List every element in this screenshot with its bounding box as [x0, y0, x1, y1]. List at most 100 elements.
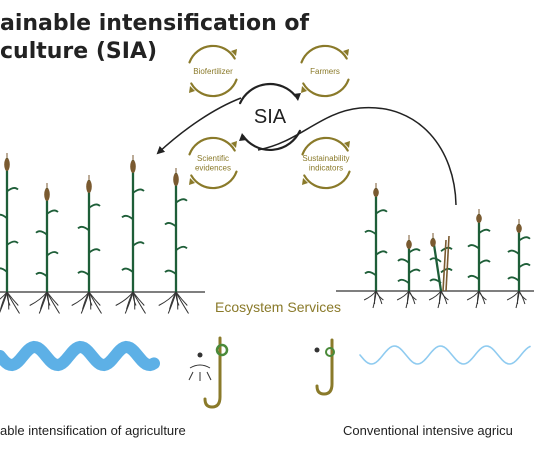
leaf: [121, 214, 134, 221]
leaf: [164, 222, 177, 228]
sia-center: SIA: [239, 82, 301, 152]
leaf: [467, 274, 480, 281]
leaf: [375, 209, 388, 215]
leaf: [408, 248, 421, 254]
plant-conventional: [396, 235, 421, 309]
cycle-arrow-arc: [188, 136, 236, 156]
cycle-arrowhead: [301, 86, 307, 93]
leaf: [175, 198, 188, 204]
leaf: [132, 188, 145, 194]
cycle-arrowhead: [344, 141, 350, 148]
leaf: [429, 278, 442, 284]
leaf: [375, 250, 388, 256]
ecosystem-icons: [188, 336, 335, 409]
cycle-arrow-arc: [303, 170, 351, 190]
wave-strong: [0, 340, 160, 372]
caption-right: Conventional intensive agricu: [343, 423, 513, 438]
leaf: [467, 244, 480, 250]
cycle-arrow-arc: [301, 136, 349, 156]
cycle-arrow-arc: [190, 170, 238, 190]
plant-sustainable: [0, 153, 20, 314]
leaf: [132, 241, 145, 247]
node-label: Farmers: [310, 67, 340, 76]
leaf: [46, 251, 59, 257]
cycle-arrowhead: [302, 178, 308, 185]
cycle-arrowhead: [189, 178, 195, 185]
grain-ear: [173, 173, 179, 186]
leaf: [164, 269, 177, 275]
sia-arc: [241, 129, 301, 152]
leaf: [440, 246, 453, 252]
plant-conventional: [363, 183, 388, 309]
leaf: [88, 203, 101, 209]
leaf: [507, 276, 520, 282]
ecosystem-icon-weak: [314, 338, 335, 396]
leaf: [429, 257, 442, 263]
leaf: [518, 236, 531, 242]
arrow-to-conventional: [257, 106, 457, 206]
bio-ring: [215, 343, 229, 357]
leaf: [77, 270, 90, 276]
sia-arrowhead: [293, 93, 301, 101]
cycle-arrowhead: [231, 141, 237, 148]
cycle-arrow-arc: [190, 78, 238, 98]
grain-ear: [430, 238, 436, 247]
root: [175, 291, 188, 306]
root: [440, 290, 448, 305]
node-label: Biofertilizer: [193, 67, 233, 76]
grain-ear: [44, 188, 50, 201]
roots-icon: [188, 364, 212, 381]
leaf: [6, 187, 19, 193]
organism-dot: [314, 347, 320, 353]
cycle-arrowhead: [231, 49, 237, 56]
leaf: [46, 209, 59, 215]
stalk: [442, 239, 447, 292]
hook: [315, 338, 334, 396]
title-line-2: culture (SIA): [0, 39, 158, 64]
cycle-arrowhead: [343, 49, 349, 56]
ecosystem-services-label: Ecosystem Services: [215, 299, 342, 315]
plant-sustainable: [115, 155, 146, 314]
bio-ring: [325, 347, 335, 357]
leaf: [88, 248, 101, 254]
plant-sustainable: [29, 183, 60, 314]
root: [6, 291, 19, 306]
plant-sustainable: [71, 175, 102, 314]
stalk: [445, 235, 450, 292]
title-line-1: ainable intensification of: [0, 11, 310, 36]
caption-left: able intensification of agriculture: [0, 423, 186, 438]
leaf: [35, 271, 48, 278]
sia-label: SIA: [254, 106, 287, 128]
grain-ear: [373, 188, 379, 197]
cycle-arrow-arc: [302, 78, 350, 98]
root: [518, 290, 526, 305]
leaf: [35, 230, 48, 236]
grain-ear: [86, 180, 92, 193]
root: [0, 291, 8, 313]
grain-ear: [476, 214, 482, 223]
plant-sustainable: [158, 168, 189, 314]
leaf: [364, 271, 377, 277]
wave-weak: [359, 345, 531, 365]
arrow-to-sustainable: [156, 97, 242, 155]
cycle-arrowhead: [189, 86, 195, 93]
leaf: [408, 268, 421, 274]
sia-arc: [239, 82, 297, 105]
root: [88, 291, 101, 306]
leaf: [397, 278, 410, 285]
leaf: [175, 245, 188, 252]
plant-rows: [0, 153, 534, 314]
grain-ear: [130, 160, 136, 173]
plant-conventional: [466, 209, 491, 309]
ecosystem-waves: [0, 340, 531, 372]
root: [132, 291, 145, 306]
leaf: [478, 228, 491, 234]
root: [46, 291, 59, 306]
root: [167, 291, 177, 314]
